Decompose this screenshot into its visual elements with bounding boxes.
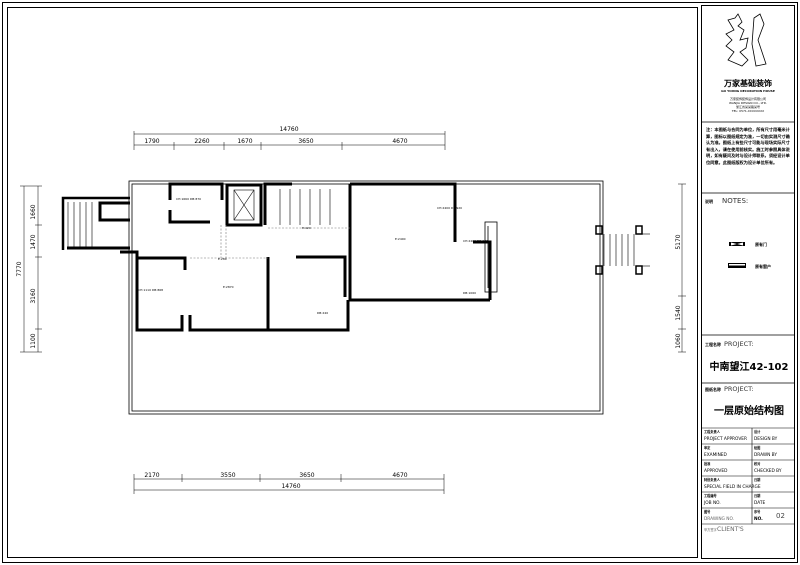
interior-lines [233,189,331,225]
dimension-label: 1100 [30,333,37,348]
left-dimensions [20,185,42,353]
svg-text:CH:1110 DB:868: CH:1110 DB:868 [138,288,163,292]
field-label-cn: 批准 [704,461,711,466]
field-label-cn: 特别负责人 [704,477,721,482]
dimension-label: 3160 [30,288,37,303]
field-label: APPROVED [704,468,728,474]
field-label: NO. [754,516,763,522]
svg-text:E:420: E:420 [302,226,311,230]
company-logo [725,13,767,67]
field-label: CHECKED BY [754,468,782,474]
field-label-cn: 设计 [754,429,761,434]
field-label-cn: 工程编号 [704,493,718,498]
dimension-label: 3550 [220,472,235,479]
svg-text:E:2870: E:2870 [223,285,234,289]
drawing-label-cn: 图纸名称 [705,386,721,392]
svg-text:DB:1060: DB:1060 [463,291,476,295]
fields-grid [702,427,795,525]
notes-label: NOTES: [722,197,748,205]
walls [67,182,492,332]
client-label: CLIENT'S [717,526,744,533]
project-label-cn: 工程名称 [705,341,721,347]
field-label: PROJECT APPROVER [704,436,747,442]
field-label: SPECIAL FIELD IN CHARGE [704,484,761,490]
company-line: TEL: 0571-XXXXXXXX [731,109,764,113]
door-symbol-icon [729,242,745,246]
dimension-label: 2260 [194,138,209,145]
svg-text:CH:2400 DB:920: CH:2400 DB:920 [437,206,462,210]
dimension-label: 2170 [144,472,159,479]
project-label: PROJECT: [724,340,754,348]
terrace-outline [128,180,604,415]
client-label-cn: 甲方签字 [704,527,717,532]
field-label: DESIGN BY [754,436,778,442]
field-label: JOB NO. [703,500,721,506]
svg-text:CH:2400 DB:140: CH:2400 DB:140 [463,239,488,243]
drawing-label: PROJECT: [724,385,754,393]
field-label: DRAWN BY [754,452,777,458]
company-line: 万家装饰装饰设计有限公司 [730,96,766,101]
top-dimensions [133,131,446,150]
notes-text: 注：本图纸与合同为单位，所有尺寸用毫米计算，图标以图纸规定为准，一切由实测尺寸确… [706,127,790,165]
top-total-dimension: 14760 [279,126,298,133]
beam-dashed-lines [190,225,350,259]
field-label: DATE [754,500,765,506]
dimension-label: 4670 [392,472,407,479]
left-stairs [61,196,130,250]
room-labels: CH:1660 DB:870 CH:1110 DB:868 E:2870 DB:… [138,197,488,315]
dimension-label: 1540 [675,305,682,320]
dimension-label: 1790 [144,138,159,145]
dimension-label: 1670 [237,138,252,145]
company-line: 浙江省某某路某号 [736,104,760,109]
dimension-label: 1660 [30,204,37,219]
bottom-total-dimension: 14760 [281,483,300,490]
svg-text:DB:240: DB:240 [317,311,328,315]
field-label-cn: 序号 [753,509,761,514]
svg-text:E:2400: E:2400 [395,237,406,241]
svg-text:CH:1660 DB:870: CH:1660 DB:870 [176,197,201,201]
dimension-label: 1060 [675,333,682,348]
sheet-number: 02 [776,512,785,520]
field-label-cn: 图号 [704,509,711,514]
company-line: WANJIA DESIGN CO., LTD. [729,101,767,105]
field-label-cn: 日期 [754,493,761,498]
dimension-label: 3650 [299,472,314,479]
bay-window [484,221,498,293]
notes-label-cn: 说明 [705,198,713,204]
drawing-name: 一层原始结构图 [714,404,784,417]
right-dimensions [678,183,686,353]
dimension-label: 3650 [298,138,313,145]
dimension-label: 5170 [675,234,682,249]
window-symbol-icon [728,263,746,268]
field-label-cn: 工程负责人 [704,429,721,434]
field-label-cn: 绘图 [753,445,760,450]
legend-label: 原有窗户 [754,263,771,269]
left-total-dimension: 7770 [16,261,23,276]
field-label: DRAWING NO. [704,516,734,522]
dimension-label: 4670 [392,138,407,145]
legend-label: 原有门 [754,241,767,247]
company-name-en: GO YOUNG DECORATION HOUSE [721,89,775,93]
company-name: 万家基础装饰 [723,78,772,88]
field-label-cn: 审定 [704,445,711,450]
field-label: EXAMINED [704,452,728,458]
project-name: 中南望江42-102 [710,360,789,373]
right-stairs [595,225,650,275]
title-block-frame [701,5,795,559]
bottom-dimensions [133,474,445,494]
drawing-frame [7,7,698,558]
dimension-label: 1470 [30,234,37,249]
field-label-cn: 日期 [754,477,761,482]
field-label-cn: 校对 [754,461,761,466]
svg-text:E:280: E:280 [218,257,227,261]
